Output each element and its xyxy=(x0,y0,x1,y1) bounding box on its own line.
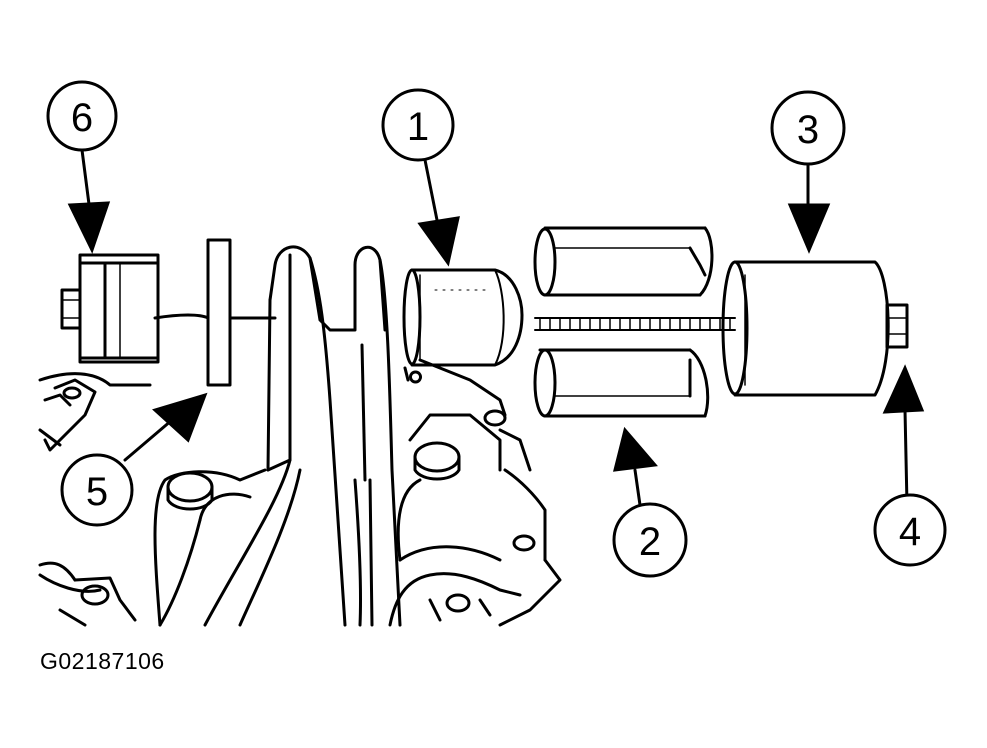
puller-cup-part xyxy=(721,260,890,397)
figure-code-label: G02187106 xyxy=(40,648,165,674)
callout-3: 3 xyxy=(770,90,846,166)
callout-1-number: 1 xyxy=(407,105,429,149)
callout-5: 5 xyxy=(60,453,134,527)
callout-3-number: 3 xyxy=(797,108,819,152)
forcing-nut-part xyxy=(885,303,909,349)
housing-casting xyxy=(38,358,562,627)
callout-4: 4 xyxy=(873,493,947,567)
boss-left xyxy=(166,471,214,511)
callout-1: 1 xyxy=(381,88,455,162)
callout-6: 6 xyxy=(46,80,118,152)
washer-plate-part xyxy=(206,238,232,387)
threaded-rod xyxy=(153,313,736,331)
nut-spacer-part xyxy=(60,253,160,364)
callout-2-number: 2 xyxy=(639,520,661,564)
control-arm xyxy=(203,245,402,627)
callout-5-number: 5 xyxy=(86,470,108,514)
callout-4-number: 4 xyxy=(899,510,921,554)
receiver-cup-part xyxy=(402,268,524,367)
callout-2: 2 xyxy=(612,502,688,578)
callout-6-number: 6 xyxy=(71,96,93,140)
split-sleeve-part xyxy=(533,226,714,418)
boss-right xyxy=(413,441,461,481)
